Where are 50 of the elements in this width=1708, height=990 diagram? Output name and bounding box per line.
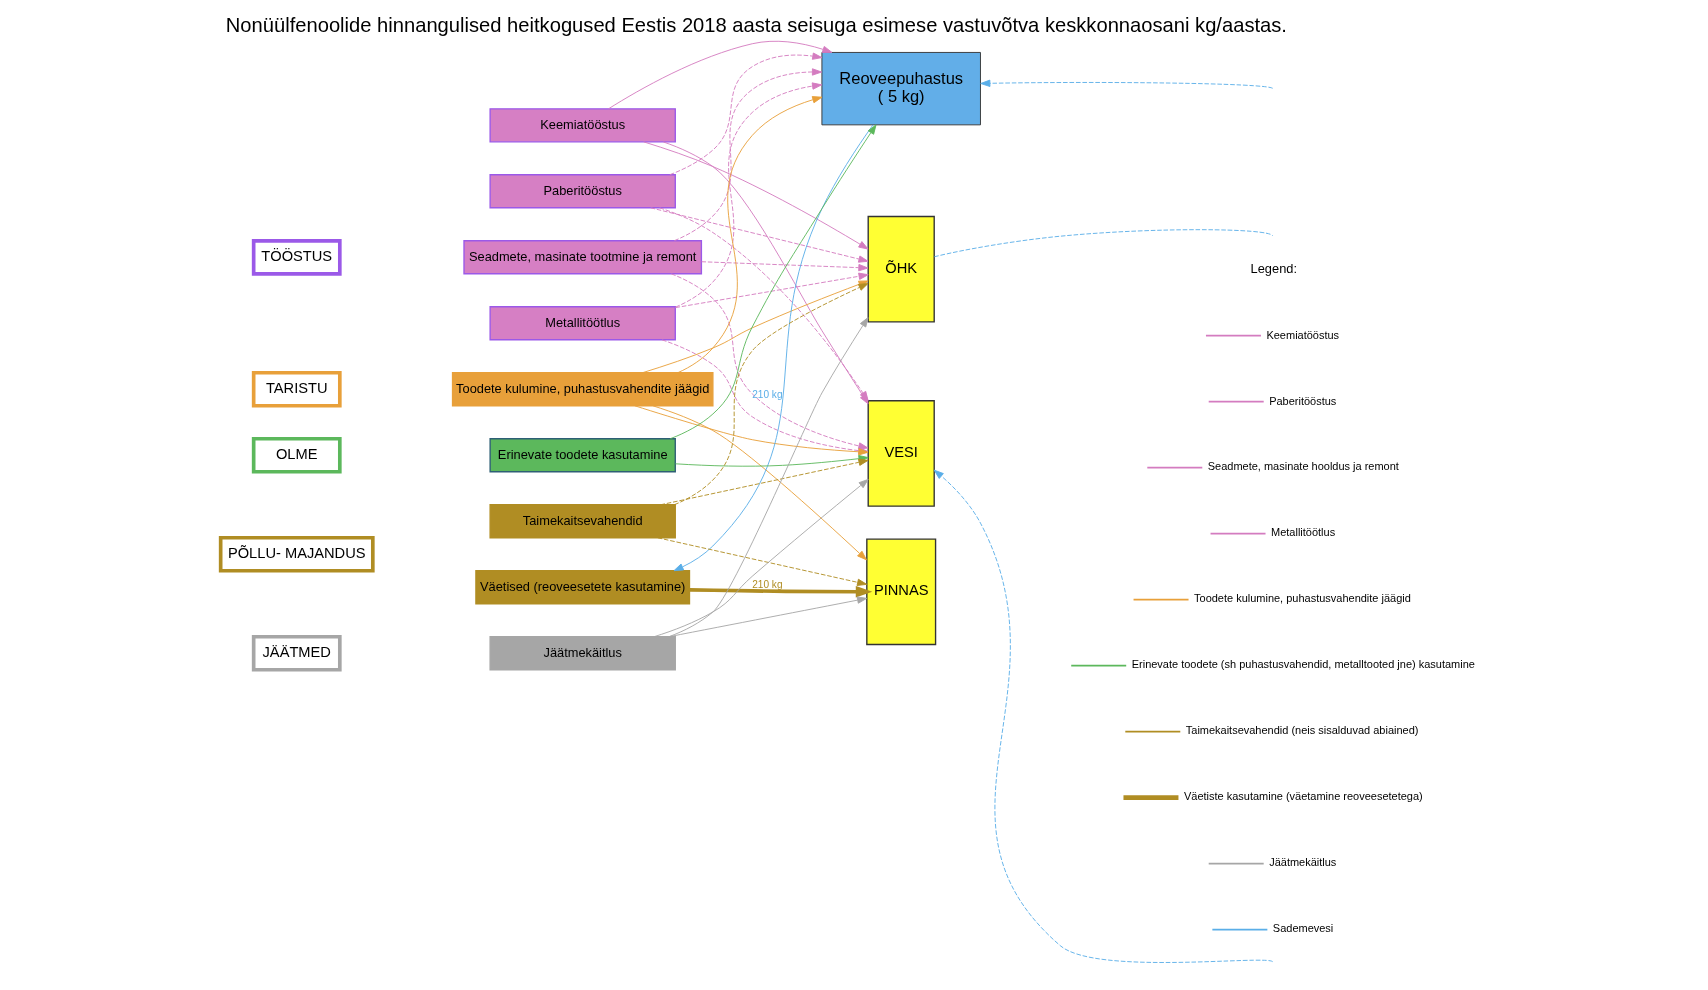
node-box: Seadmete, masinate tootmine ja remont <box>463 240 703 275</box>
node-box: Toodete kulumine, puhastusvahendite jäägid <box>451 372 714 407</box>
node-box: TARISTU <box>251 370 342 408</box>
arrow <box>643 141 869 250</box>
node-box: Väetised (reoveesetete kasutamine) <box>475 570 691 605</box>
edge-label: 210 kg <box>752 578 783 590</box>
legend-label: Taimekaitsevahendid (neis sisalduvad abiained) <box>1185 724 1419 737</box>
arrow <box>674 82 823 308</box>
node-box: Metallitöötlus <box>489 306 676 341</box>
label: Legend: <box>1250 260 1297 276</box>
node-box: Jäätmekäitlus <box>489 636 676 671</box>
diagram-title: Nonüülfenoolide hinnangulised heitkogused Eestis 2018 aasta seisuga esimese vastuvõtva keskkonnaosani kg/aastas. <box>225 13 1287 36</box>
node-box: Taimekaitsevahendid <box>489 504 676 539</box>
legend-label: Sademevesi <box>1272 922 1334 935</box>
node-box: Paberitööstus <box>489 174 676 209</box>
arrow <box>650 207 869 263</box>
arrow <box>608 40 833 110</box>
node-box: ÕHK <box>867 215 935 323</box>
legend-label: Metallitöötlus <box>1271 526 1336 539</box>
arrow <box>689 585 873 598</box>
node-box: TÖÖSTUS <box>251 238 342 276</box>
node-box: Erinevate toodete kasutamine <box>489 438 676 473</box>
arrow <box>980 79 1274 89</box>
arrow <box>657 537 868 586</box>
legend-label: Keemiatööstus <box>1266 328 1340 341</box>
arrow <box>933 469 1274 963</box>
arrow <box>669 52 823 176</box>
arrow <box>669 124 877 440</box>
arrow <box>673 124 874 572</box>
arrow <box>677 96 823 374</box>
arrow <box>668 596 868 638</box>
node-box: JÄÄTMED <box>251 634 342 672</box>
legend-label: Toodete kulumine, puhastusvahendite jäägid <box>1194 592 1411 605</box>
legend-label: Väetiste kasutamine (väetamine reoveesetetega) <box>1183 790 1423 803</box>
arrow <box>653 478 869 638</box>
arrow <box>673 68 822 242</box>
node-box: VESI <box>867 400 935 507</box>
arrow <box>701 261 869 272</box>
connector <box>933 229 1274 258</box>
node-box: Reoveepuhastus ( 5 kg) <box>821 52 981 126</box>
arrow <box>660 458 869 506</box>
node-box: PINNAS <box>866 538 937 646</box>
legend-label: Erinevate toodete (sh puhastusvahendid, metalltooted jne) kasutamine <box>1131 658 1475 671</box>
edge-label: 210 kg <box>752 389 783 401</box>
node-box: Keemiatööstus <box>489 108 676 143</box>
node-box: PÕLLU- MAJANDUS <box>218 535 375 573</box>
node-box: OLME <box>251 436 342 474</box>
legend-label: Seadmete, masinate hooldus ja remont <box>1207 460 1399 473</box>
legend-label: Jäätmekäitlus <box>1269 856 1337 869</box>
legend-label: Paberitööstus <box>1269 394 1337 407</box>
